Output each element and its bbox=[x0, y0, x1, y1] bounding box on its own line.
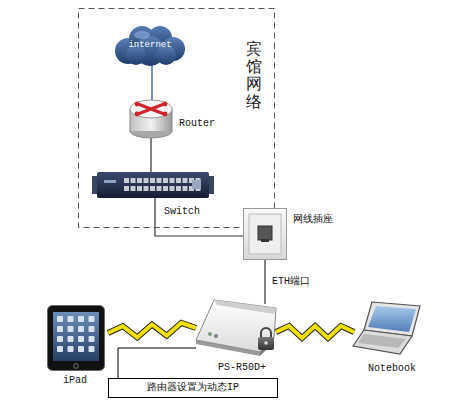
cable-line bbox=[264, 260, 265, 304]
notebook-node: Notebook bbox=[352, 300, 422, 356]
wireless-link bbox=[276, 326, 354, 338]
notebook-label: Notebook bbox=[368, 363, 416, 375]
router-icon bbox=[130, 100, 172, 138]
callout-frame bbox=[109, 379, 278, 398]
ipad-node: iPad bbox=[47, 305, 105, 371]
callout-text: 路由器设置为动态IP bbox=[147, 382, 239, 394]
cable-line bbox=[151, 63, 153, 100]
socket-label: 网线插座 bbox=[293, 214, 333, 226]
wireless-link bbox=[108, 323, 196, 338]
ipad-label: iPad bbox=[63, 375, 87, 387]
switch-icon bbox=[92, 172, 214, 198]
wireless-outline bbox=[276, 326, 354, 338]
switch-node-graphic bbox=[92, 172, 214, 198]
portable-router: PS-R50D+ bbox=[190, 292, 278, 358]
internet-cloud: internet bbox=[112, 24, 188, 66]
device-label: PS-R50D+ bbox=[218, 362, 266, 374]
wall-socket: 网线插座 bbox=[243, 208, 287, 260]
port-label: ETH端口 bbox=[270, 276, 312, 288]
notebook-icon bbox=[353, 302, 420, 354]
dashed-region bbox=[79, 9, 275, 228]
switch-label: Switch bbox=[164, 206, 200, 218]
wall-socket-graphic bbox=[243, 208, 287, 260]
cable-line bbox=[150, 138, 151, 172]
callout-box: 路由器设置为动态IP bbox=[108, 378, 278, 398]
cable-line bbox=[118, 348, 196, 378]
ipad-icon bbox=[48, 306, 105, 371]
notebook-node-graphic bbox=[352, 300, 422, 356]
router-node-graphic bbox=[127, 95, 175, 140]
switch-node: Switch bbox=[92, 172, 214, 198]
wireless-outline bbox=[108, 323, 196, 338]
network-region: 宾馆网络 internetRouterSwitch bbox=[78, 8, 275, 228]
cloud-icon bbox=[115, 26, 185, 66]
router-node: Router bbox=[127, 95, 175, 140]
cloud-label: internet bbox=[128, 40, 171, 51]
portable-router-icon bbox=[196, 300, 276, 356]
region-title: 宾馆网络 bbox=[246, 40, 262, 110]
wall-socket-icon bbox=[244, 209, 287, 260]
portable-router-graphic bbox=[190, 292, 278, 358]
ipad-node-graphic bbox=[47, 305, 105, 371]
cable-line bbox=[155, 198, 243, 236]
router-label: Router bbox=[179, 118, 215, 130]
